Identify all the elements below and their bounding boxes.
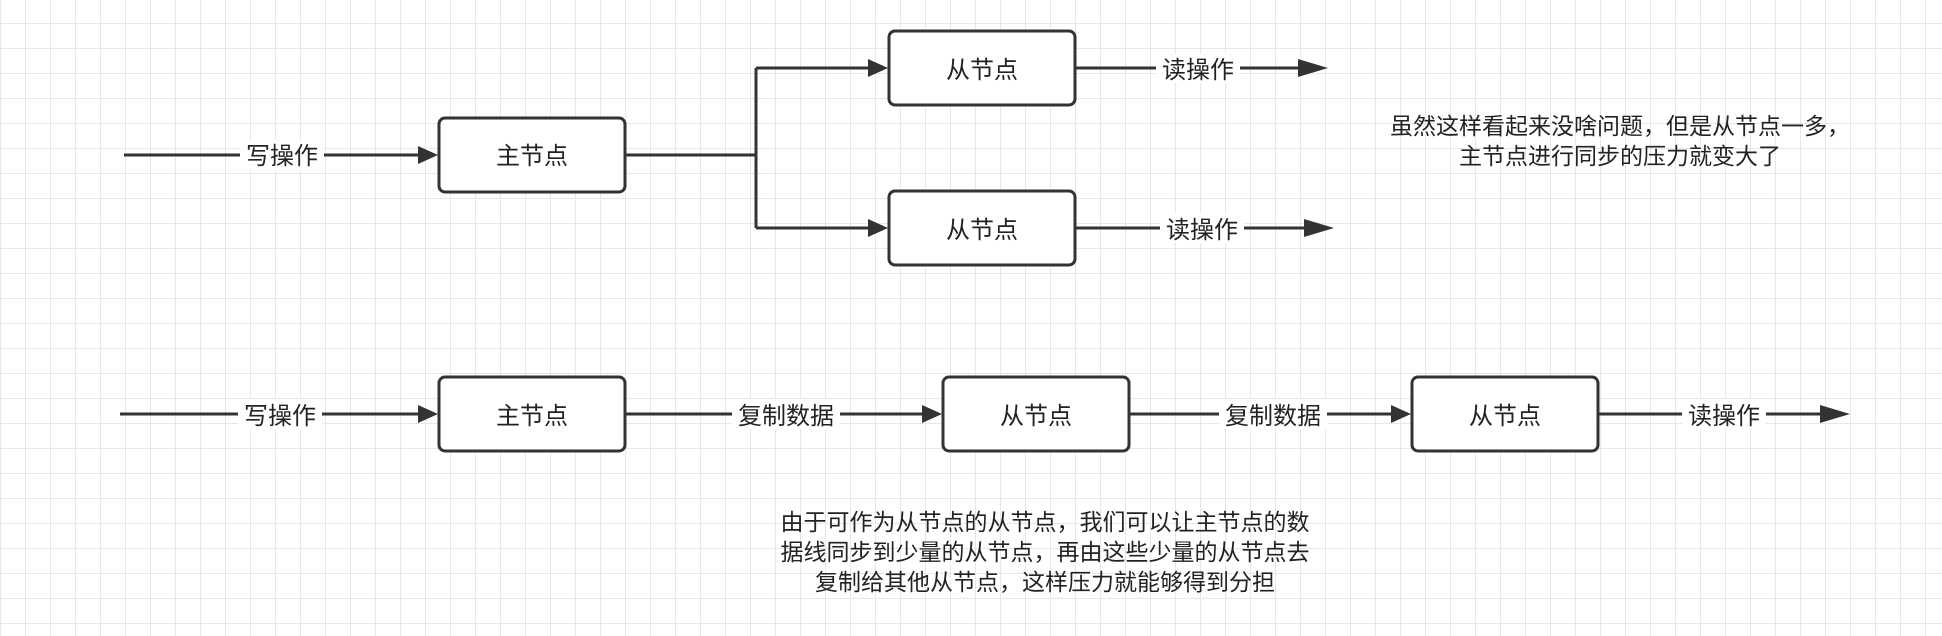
arrowhead: [868, 59, 888, 77]
arrowhead: [1304, 219, 1334, 237]
read-label-top: 读操作: [1162, 56, 1234, 84]
slave-node-bottom-label: 从节点: [946, 216, 1018, 244]
arrowhead: [418, 405, 438, 423]
copy-label-2: 复制数据: [1225, 402, 1321, 430]
write-label-1: 写操作: [246, 142, 318, 170]
arrowhead: [1391, 405, 1411, 423]
read-label-2: 读操作: [1688, 402, 1760, 430]
slave-node-2b-label: 从节点: [1469, 402, 1541, 430]
slave-node-2a-label: 从节点: [1000, 402, 1072, 430]
master-node-label-1: 主节点: [496, 142, 568, 170]
master-node-label-2: 主节点: [496, 402, 568, 430]
slave-node-top-label: 从节点: [946, 56, 1018, 84]
read-label-bottom: 读操作: [1166, 216, 1238, 244]
arrowhead: [1820, 405, 1850, 423]
note-sync-pressure: 虽然这样看起来没啥问题，但是从节点一多，主节点进行同步的压力就变大了: [1390, 114, 1850, 170]
arrowhead: [868, 219, 888, 237]
copy-label-1: 复制数据: [738, 402, 834, 430]
note-cascade-replication: 由于可作为从节点的从节点，我们可以让主节点的数据线同步到少量的从节点，再由这些少…: [780, 510, 1310, 596]
arrowhead: [1298, 59, 1328, 77]
arrowhead: [922, 405, 942, 423]
write-label-2: 写操作: [244, 402, 316, 430]
arrowhead: [418, 146, 438, 164]
